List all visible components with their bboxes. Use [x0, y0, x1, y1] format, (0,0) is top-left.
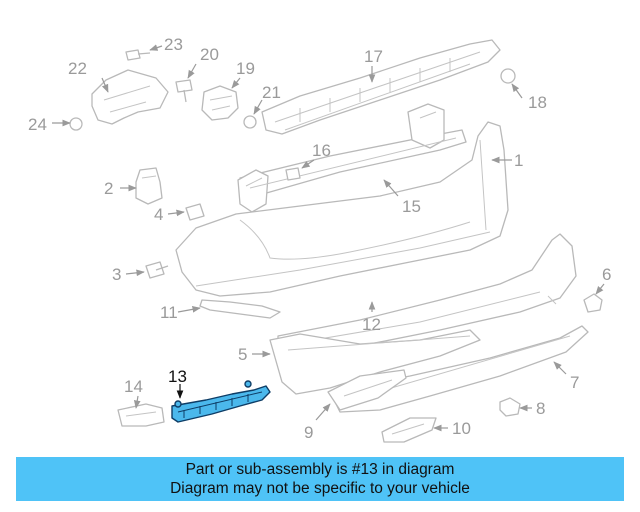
part-2-sensor-boot[interactable]	[135, 167, 163, 205]
callout-6: 6	[602, 265, 611, 284]
callout-13: 13	[168, 367, 187, 386]
callout-3: 3	[112, 265, 121, 284]
part-4-push-pin[interactable]	[185, 203, 205, 221]
part-8-nut[interactable]	[499, 397, 521, 417]
callout-21: 21	[262, 83, 281, 102]
banner-line-1: Part or sub-assembly is #13 in diagram	[185, 461, 455, 478]
part-19-mount-bracket[interactable]	[201, 85, 239, 121]
part-16-bolt[interactable]	[285, 167, 301, 181]
info-banner: Part or sub-assembly is #13 in diagram D…	[16, 457, 624, 501]
part-21-nut[interactable]	[243, 115, 257, 129]
part-1-bumper-cover[interactable]	[175, 121, 509, 297]
callout-5: 5	[238, 345, 247, 364]
part-11-strip[interactable]	[199, 299, 281, 319]
parts-diagram: 1 2 3 4 5 6 7 8 9 10 11 12 13 14 15 16 1…	[28, 35, 611, 443]
callout-14: 14	[124, 377, 143, 396]
callout-7: 7	[570, 373, 579, 392]
callout-16: 16	[312, 141, 331, 160]
callout-12: 12	[362, 315, 381, 334]
callout-10: 10	[452, 419, 471, 438]
part-20-bolt[interactable]	[175, 79, 193, 103]
part-24-fastener[interactable]	[69, 117, 83, 131]
leader-lines	[52, 44, 605, 432]
callout-18: 18	[528, 93, 547, 112]
callout-20: 20	[200, 45, 219, 64]
callout-19: 19	[236, 59, 255, 78]
callout-9: 9	[304, 423, 313, 442]
callout-24: 24	[28, 115, 47, 134]
callout-17: 17	[364, 47, 383, 66]
part-15-bumper-beam[interactable]	[237, 103, 467, 213]
callout-15: 15	[402, 197, 421, 216]
callout-2: 2	[104, 179, 113, 198]
callout-23: 23	[164, 35, 183, 54]
callout-4: 4	[154, 205, 163, 224]
part-18-push-nut[interactable]	[500, 68, 516, 84]
callout-1: 1	[514, 151, 523, 170]
callout-labels: 1 2 3 4 5 6 7 8 9 10 11 12 13 14 15 16 1…	[28, 35, 611, 442]
part-3-bolt[interactable]	[145, 261, 169, 279]
banner-line-2: Diagram may not be specific to your vehi…	[170, 480, 470, 497]
part-23-bolt[interactable]	[125, 49, 151, 61]
part-14-reflector[interactable]	[117, 403, 165, 427]
part-9-exhaust-bezel[interactable]	[327, 369, 407, 411]
part-22-side-bracket[interactable]	[91, 69, 169, 125]
part-13-bracket[interactable]	[171, 380, 271, 423]
part-5-lower-trim[interactable]	[269, 329, 481, 395]
callout-8: 8	[536, 399, 545, 418]
part-10-exhaust-tip[interactable]	[381, 417, 437, 443]
callout-22: 22	[68, 59, 87, 78]
callout-11: 11	[160, 303, 178, 322]
part-6-clip[interactable]	[583, 293, 603, 313]
